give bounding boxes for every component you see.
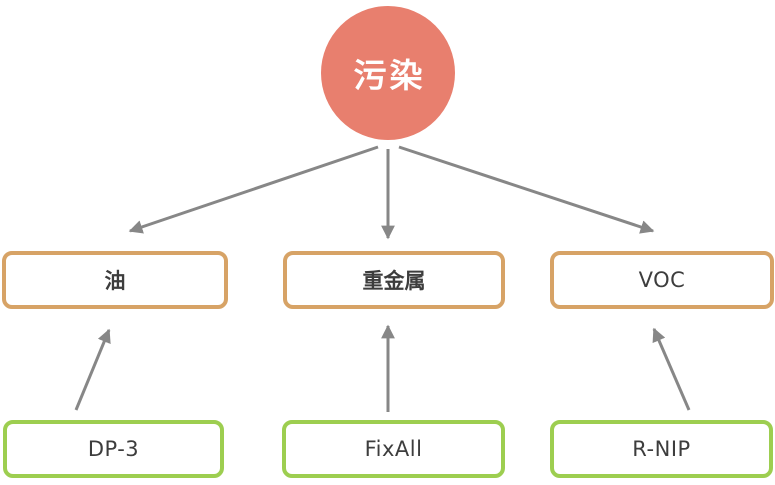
node-fixall-label: FixAll — [364, 437, 423, 461]
node-oil: 油 — [2, 251, 228, 309]
node-fixall: FixAll — [282, 420, 505, 478]
node-dp-3: DP-3 — [3, 420, 224, 478]
node-r-nip-label: R-NIP — [632, 437, 691, 461]
arrow-pollution-to-oil — [128, 145, 379, 234]
node-oil-label: 油 — [104, 269, 126, 293]
node-voc-label: VOC — [638, 268, 686, 292]
arrow-pollution-to-voc — [398, 145, 655, 234]
node-pollution: 污染 — [321, 6, 455, 140]
node-heavy-metals-label: 重金属 — [362, 269, 426, 293]
node-voc: VOC — [550, 251, 774, 309]
arrow-rnip-to-voc — [652, 327, 691, 411]
arrow-dp3-to-oil — [74, 328, 111, 411]
node-heavy-metals: 重金属 — [283, 251, 505, 309]
node-r-nip: R-NIP — [550, 420, 773, 478]
node-dp-3-label: DP-3 — [87, 437, 140, 461]
node-pollution-label: 污染 — [353, 56, 426, 95]
